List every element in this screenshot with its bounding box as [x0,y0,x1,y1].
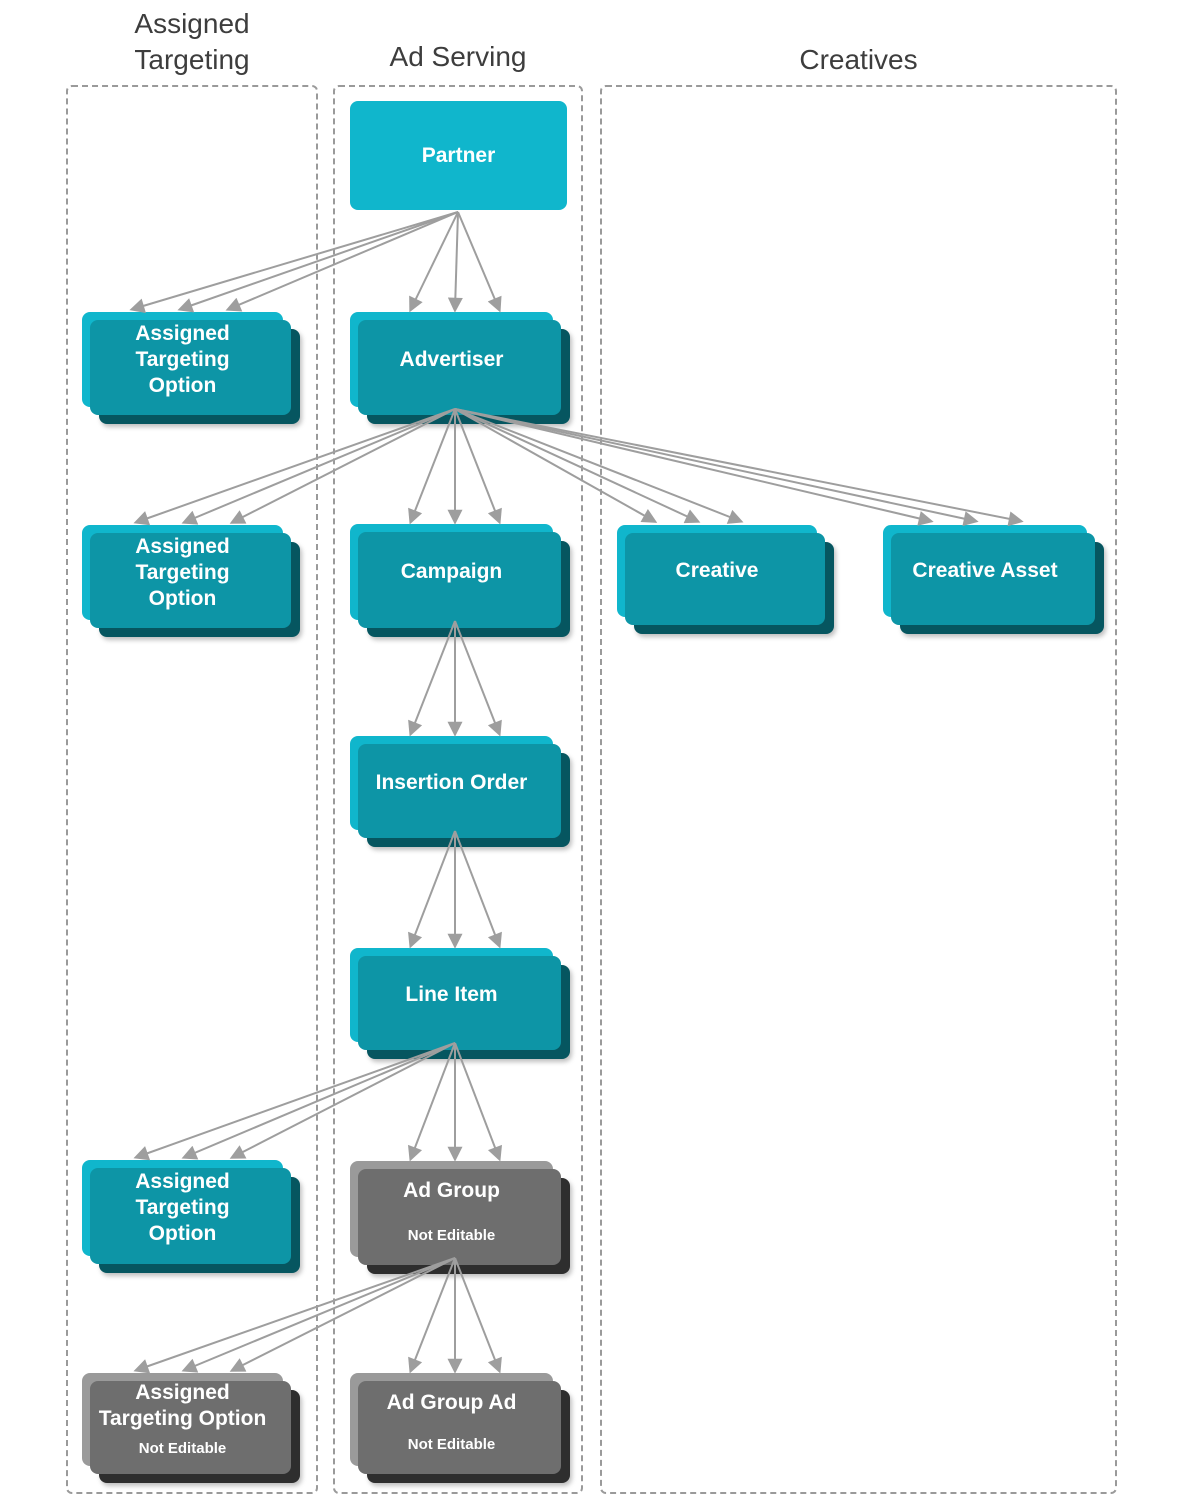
node-label: Partner [421,143,496,167]
column-title-ad-serving: Ad Serving [389,41,527,72]
node-label: Creative [675,559,759,582]
node-label: Assigned Targeting Option [135,321,230,397]
node-assigned-targeting-option-partner: Assigned Targeting Option [82,312,300,424]
node-note: Not Editable [407,1227,496,1244]
node-label: Assigned Targeting Option [98,1381,267,1430]
node-line-item: Line Item [350,948,570,1059]
column-title-creatives: Creatives [799,44,918,75]
node-insertion-order: Insertion Order [350,736,570,847]
node-assigned-targeting-option-line-item: Assigned Targeting Option [82,1160,300,1273]
node-label: Insertion Order [375,771,528,794]
node-label: Campaign [400,560,503,583]
node-label: Line Item [405,983,498,1006]
node-note: Not Editable [138,1440,227,1457]
node-label: Assigned Targeting Option [135,534,230,610]
node-ad-group-ad: Ad Group Ad Not Editable [350,1373,570,1483]
node-assigned-targeting-option-ad-group: Assigned Targeting Option Not Editable [82,1373,300,1483]
column-title-assigned-targeting: Assigned Targeting [134,8,250,75]
node-label: Creative Asset [912,559,1058,582]
node-advertiser: Advertiser [350,312,570,424]
node-label: Assigned Targeting Option [135,1170,230,1245]
node-creative-asset: Creative Asset [883,525,1104,634]
node-note: Not Editable [407,1436,496,1453]
node-campaign: Campaign [350,524,570,637]
node-ad-group: Ad Group Not Editable [350,1161,570,1274]
node-creative: Creative [617,525,834,634]
node-label: Advertiser [399,347,504,371]
node-assigned-targeting-option-advertiser: Assigned Targeting Option [82,525,300,637]
column-creatives [600,85,1117,1494]
node-label: Ad Group Ad [386,1391,517,1414]
node-partner: Partner [350,101,567,210]
node-label: Ad Group [403,1179,500,1202]
column-assigned-targeting [66,85,318,1494]
column-ad-serving [333,85,583,1494]
